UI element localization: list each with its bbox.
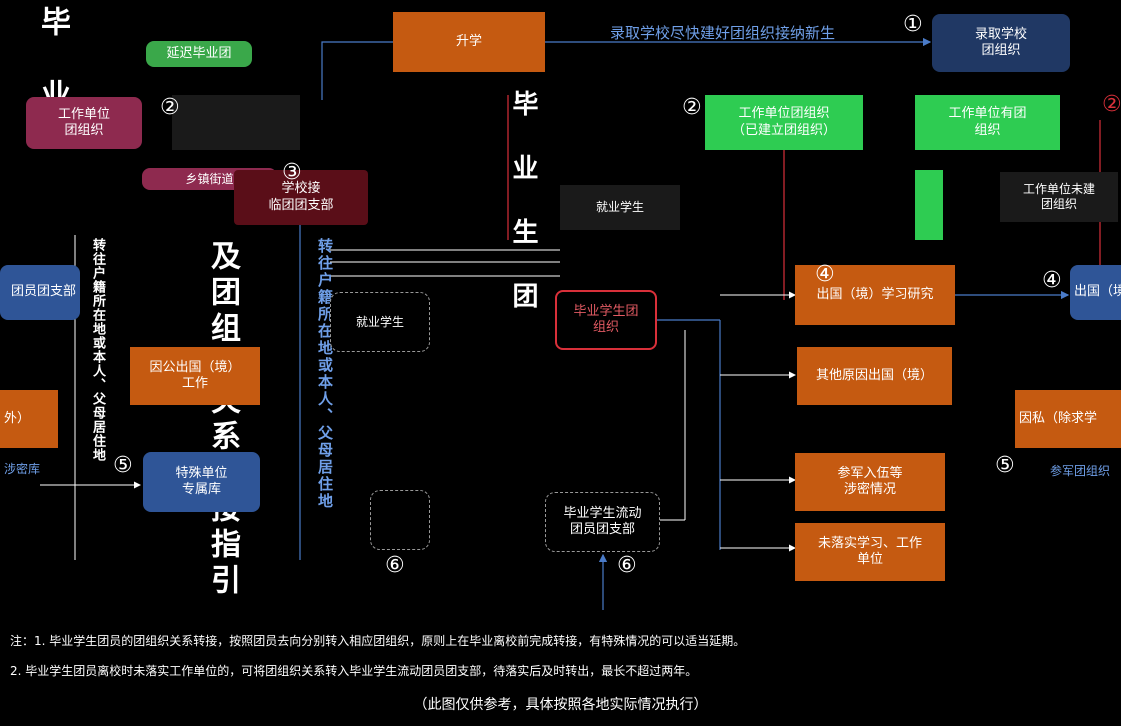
employed-box: 就业学生	[560, 185, 680, 230]
flow-branch-box: 毕业学生流动 团员团支部	[545, 492, 660, 552]
circle-1: ①	[903, 12, 923, 37]
left-outer-label: 外）	[4, 410, 31, 426]
left-branch-label: 团员团支部	[10, 284, 76, 300]
left-vertical-note-2: 转往户籍所在地或本人、父母居住地	[316, 238, 334, 510]
dashed-box-1: 就业学生	[330, 292, 430, 352]
special-unit-box: 特殊单位 专属库	[143, 452, 260, 512]
delay-grad-box: 延迟毕业团	[146, 41, 252, 67]
work-unit-green-box: 工作单位团组织 （已建立团组织）	[705, 95, 863, 150]
special-unit-label: 特殊单位 专属库	[175, 465, 228, 497]
footer-note-3: （此图仅供参考，具体按照各地实际情况执行）	[413, 697, 708, 713]
admit-school-box: 录取学校 团组织	[932, 14, 1070, 72]
left-outer-box: 外）	[0, 390, 58, 448]
circle-5-left: ⑤	[113, 453, 133, 478]
work-unit-has-org-box: 工作单位有团 组织	[915, 95, 1060, 150]
dashed-box-2	[370, 490, 430, 550]
private-reason-label: 因私（除求学	[1019, 410, 1098, 426]
dark-box-top-left	[172, 95, 300, 150]
work-unit-green-label: 工作单位团组织 （已建立团组织）	[731, 106, 836, 138]
right-small-label: 参军团组织	[1050, 464, 1111, 478]
green-connector	[915, 170, 943, 240]
mid-char-4: 团	[508, 282, 538, 312]
mid-char-2: 业	[508, 154, 538, 184]
circle-6-flow: ⑥	[617, 553, 637, 578]
township-label: 乡镇街道	[185, 171, 234, 186]
temp-branch-box: 学校接 临团团支部	[234, 170, 368, 225]
grad-org-label: 毕业学生团 组织	[573, 303, 639, 335]
study-abroad-box: 出国（境）学习研究	[795, 265, 955, 325]
study-abroad-label: 出国（境）学习研究	[816, 286, 934, 302]
circle-2-left: ②	[160, 95, 180, 120]
secret-label: 参军入伍等 涉密情况	[837, 465, 903, 497]
left-branch-box: 团员团支部	[0, 265, 80, 320]
middle-vertical-title: 毕 业 生 团	[505, 90, 542, 312]
private-reason-box: 因私（除求学	[1015, 390, 1121, 448]
delay-grad-label: 延迟毕业团	[166, 45, 232, 61]
work-unit-left-box: 工作单位 团组织	[26, 97, 142, 149]
circle-2-right: ②	[1102, 92, 1121, 117]
flow-branch-label: 毕业学生流动 团员团支部	[563, 505, 642, 537]
mid-char-3: 生	[508, 218, 538, 248]
admit-school-label: 录取学校 团组织	[974, 26, 1027, 58]
footer-note-2: 2. 毕业学生团员离校时未落实工作单位的，可将团组织关系转入毕业学生流动团员团支…	[10, 664, 698, 678]
title-char-1: 毕	[35, 6, 70, 40]
left-vertical-title: 及团组织关系转接指引	[205, 240, 240, 600]
footer-note-1: 注：1. 毕业学生团员的团组织关系转接，按照团员去向分别转入相应团组织，原则上在…	[10, 634, 746, 648]
left-small-label: 涉密库	[4, 462, 41, 476]
employed-label: 就业学生	[595, 200, 644, 214]
left-vertical-note-1: 转往户籍所在地或本人、父母居住地	[90, 238, 105, 462]
circle-6: ⑥	[385, 553, 405, 578]
circle-3: ③	[282, 160, 302, 185]
other-abroad-label: 其他原因出国（境）	[815, 367, 933, 383]
abroad-branch-box: 出国（境）学习研究团	[1070, 265, 1121, 320]
circle-2-mid: ②	[682, 95, 702, 120]
work-unit-has-org-label: 工作单位有团 组织	[948, 106, 1027, 138]
circle-4-left: ④	[815, 262, 835, 287]
secret-box: 参军入伍等 涉密情况	[795, 453, 945, 511]
admit-arrow-label: 录取学校尽快建好团组织接纳新生	[610, 24, 836, 42]
work-unit-no-org-box: 工作单位未建 团组织	[1000, 172, 1118, 222]
line-to-shengxue	[321, 41, 393, 100]
work-unit-no-org-label: 工作单位未建 团组织	[1022, 182, 1095, 211]
abroad-branch-label: 出国（境）学习研究团	[1074, 284, 1121, 300]
no-work-box: 未落实学习、工作 单位	[795, 523, 945, 581]
circle-5-right: ⑤	[995, 453, 1015, 478]
circle-4-right: ④	[1042, 268, 1062, 293]
work-unit-left-label: 工作单位 团组织	[57, 106, 110, 138]
official-abroad-label: 因公出国（境） 工作	[149, 359, 241, 391]
no-work-label: 未落实学习、工作 单位	[817, 535, 922, 567]
mid-char-1: 毕	[508, 90, 538, 120]
other-abroad-box: 其他原因出国（境）	[797, 347, 952, 405]
dashed-box-1-label: 就业学生	[355, 314, 404, 329]
official-abroad-box: 因公出国（境） 工作	[130, 347, 260, 405]
shengxue-label: 升学	[455, 33, 482, 49]
temp-branch-label: 学校接 临团团支部	[268, 181, 334, 213]
shengxue-box: 升学	[393, 12, 545, 72]
grad-org-box: 毕业学生团 组织	[555, 290, 657, 350]
